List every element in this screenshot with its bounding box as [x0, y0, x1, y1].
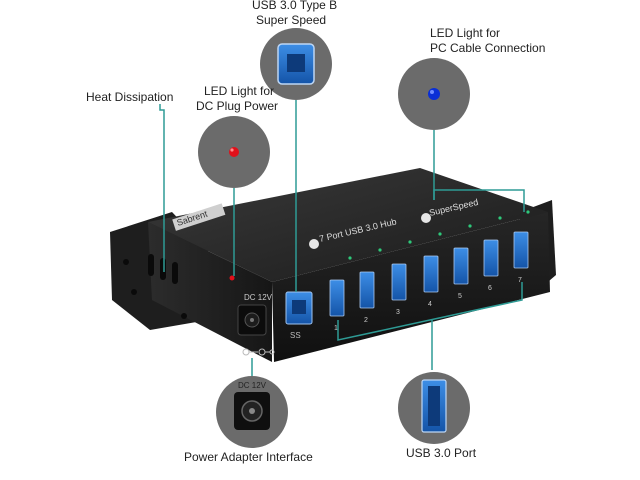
- callout-led-pc: LED Light for PC Cable Connection: [430, 26, 545, 56]
- port-leds: [348, 210, 530, 260]
- callout-usb-type-b-line1: USB 3.0 Type B: [252, 0, 338, 12]
- callout-heat-dissipation: Heat Dissipation: [86, 90, 173, 105]
- usb-a-ports: [329, 231, 529, 317]
- led-red: [229, 147, 239, 157]
- top-logo-ss: [421, 213, 431, 223]
- dc-power-led: [229, 275, 235, 281]
- callout-led-dc-line1: LED Light for: [204, 84, 275, 98]
- led-blue: [428, 88, 440, 100]
- port-number-5: 5: [458, 293, 462, 300]
- callout-usb-port-text: USB 3.0 Port: [406, 446, 477, 460]
- ss-logo: SS: [290, 331, 301, 340]
- hub-front-face: [272, 212, 550, 362]
- callout-usb-type-b: USB 3.0 Type B Super Speed: [252, 0, 337, 28]
- port-number-3: 3: [396, 309, 400, 316]
- callout-usb-type-b-line2: Super Speed: [256, 13, 327, 27]
- brand-plate: [172, 203, 226, 231]
- top-logo-7: [309, 239, 319, 249]
- port-number-2: 2: [364, 317, 368, 324]
- lead-lines: [159, 100, 525, 376]
- port-number-6: 6: [488, 285, 492, 292]
- dc-label: DC 12V: [244, 293, 273, 302]
- callout-led-pc-line2: PC Cable Connection: [430, 41, 546, 55]
- port-number-1: 1: [334, 325, 338, 332]
- polarity-symbol: [242, 348, 275, 356]
- callout-led-dc-line2: DC Plug Power: [196, 99, 279, 113]
- port-number-4: 4: [428, 301, 432, 308]
- hub-top-face: [148, 168, 548, 282]
- zoom-dc-label: DC 12V: [238, 381, 267, 390]
- callout-led-dc: LED Light for DC Plug Power: [196, 84, 278, 114]
- port-number-7: 7: [518, 277, 522, 284]
- callout-heat-dissipation-text: Heat Dissipation: [86, 90, 174, 104]
- port-bracket: [337, 282, 523, 370]
- callout-usb-port: USB 3.0 Port: [406, 446, 476, 461]
- callout-led-pc-line1: LED Light for: [430, 26, 501, 40]
- callout-power-adapter-text: Power Adapter Interface: [184, 450, 313, 464]
- callout-power-adapter: Power Adapter Interface: [184, 450, 313, 465]
